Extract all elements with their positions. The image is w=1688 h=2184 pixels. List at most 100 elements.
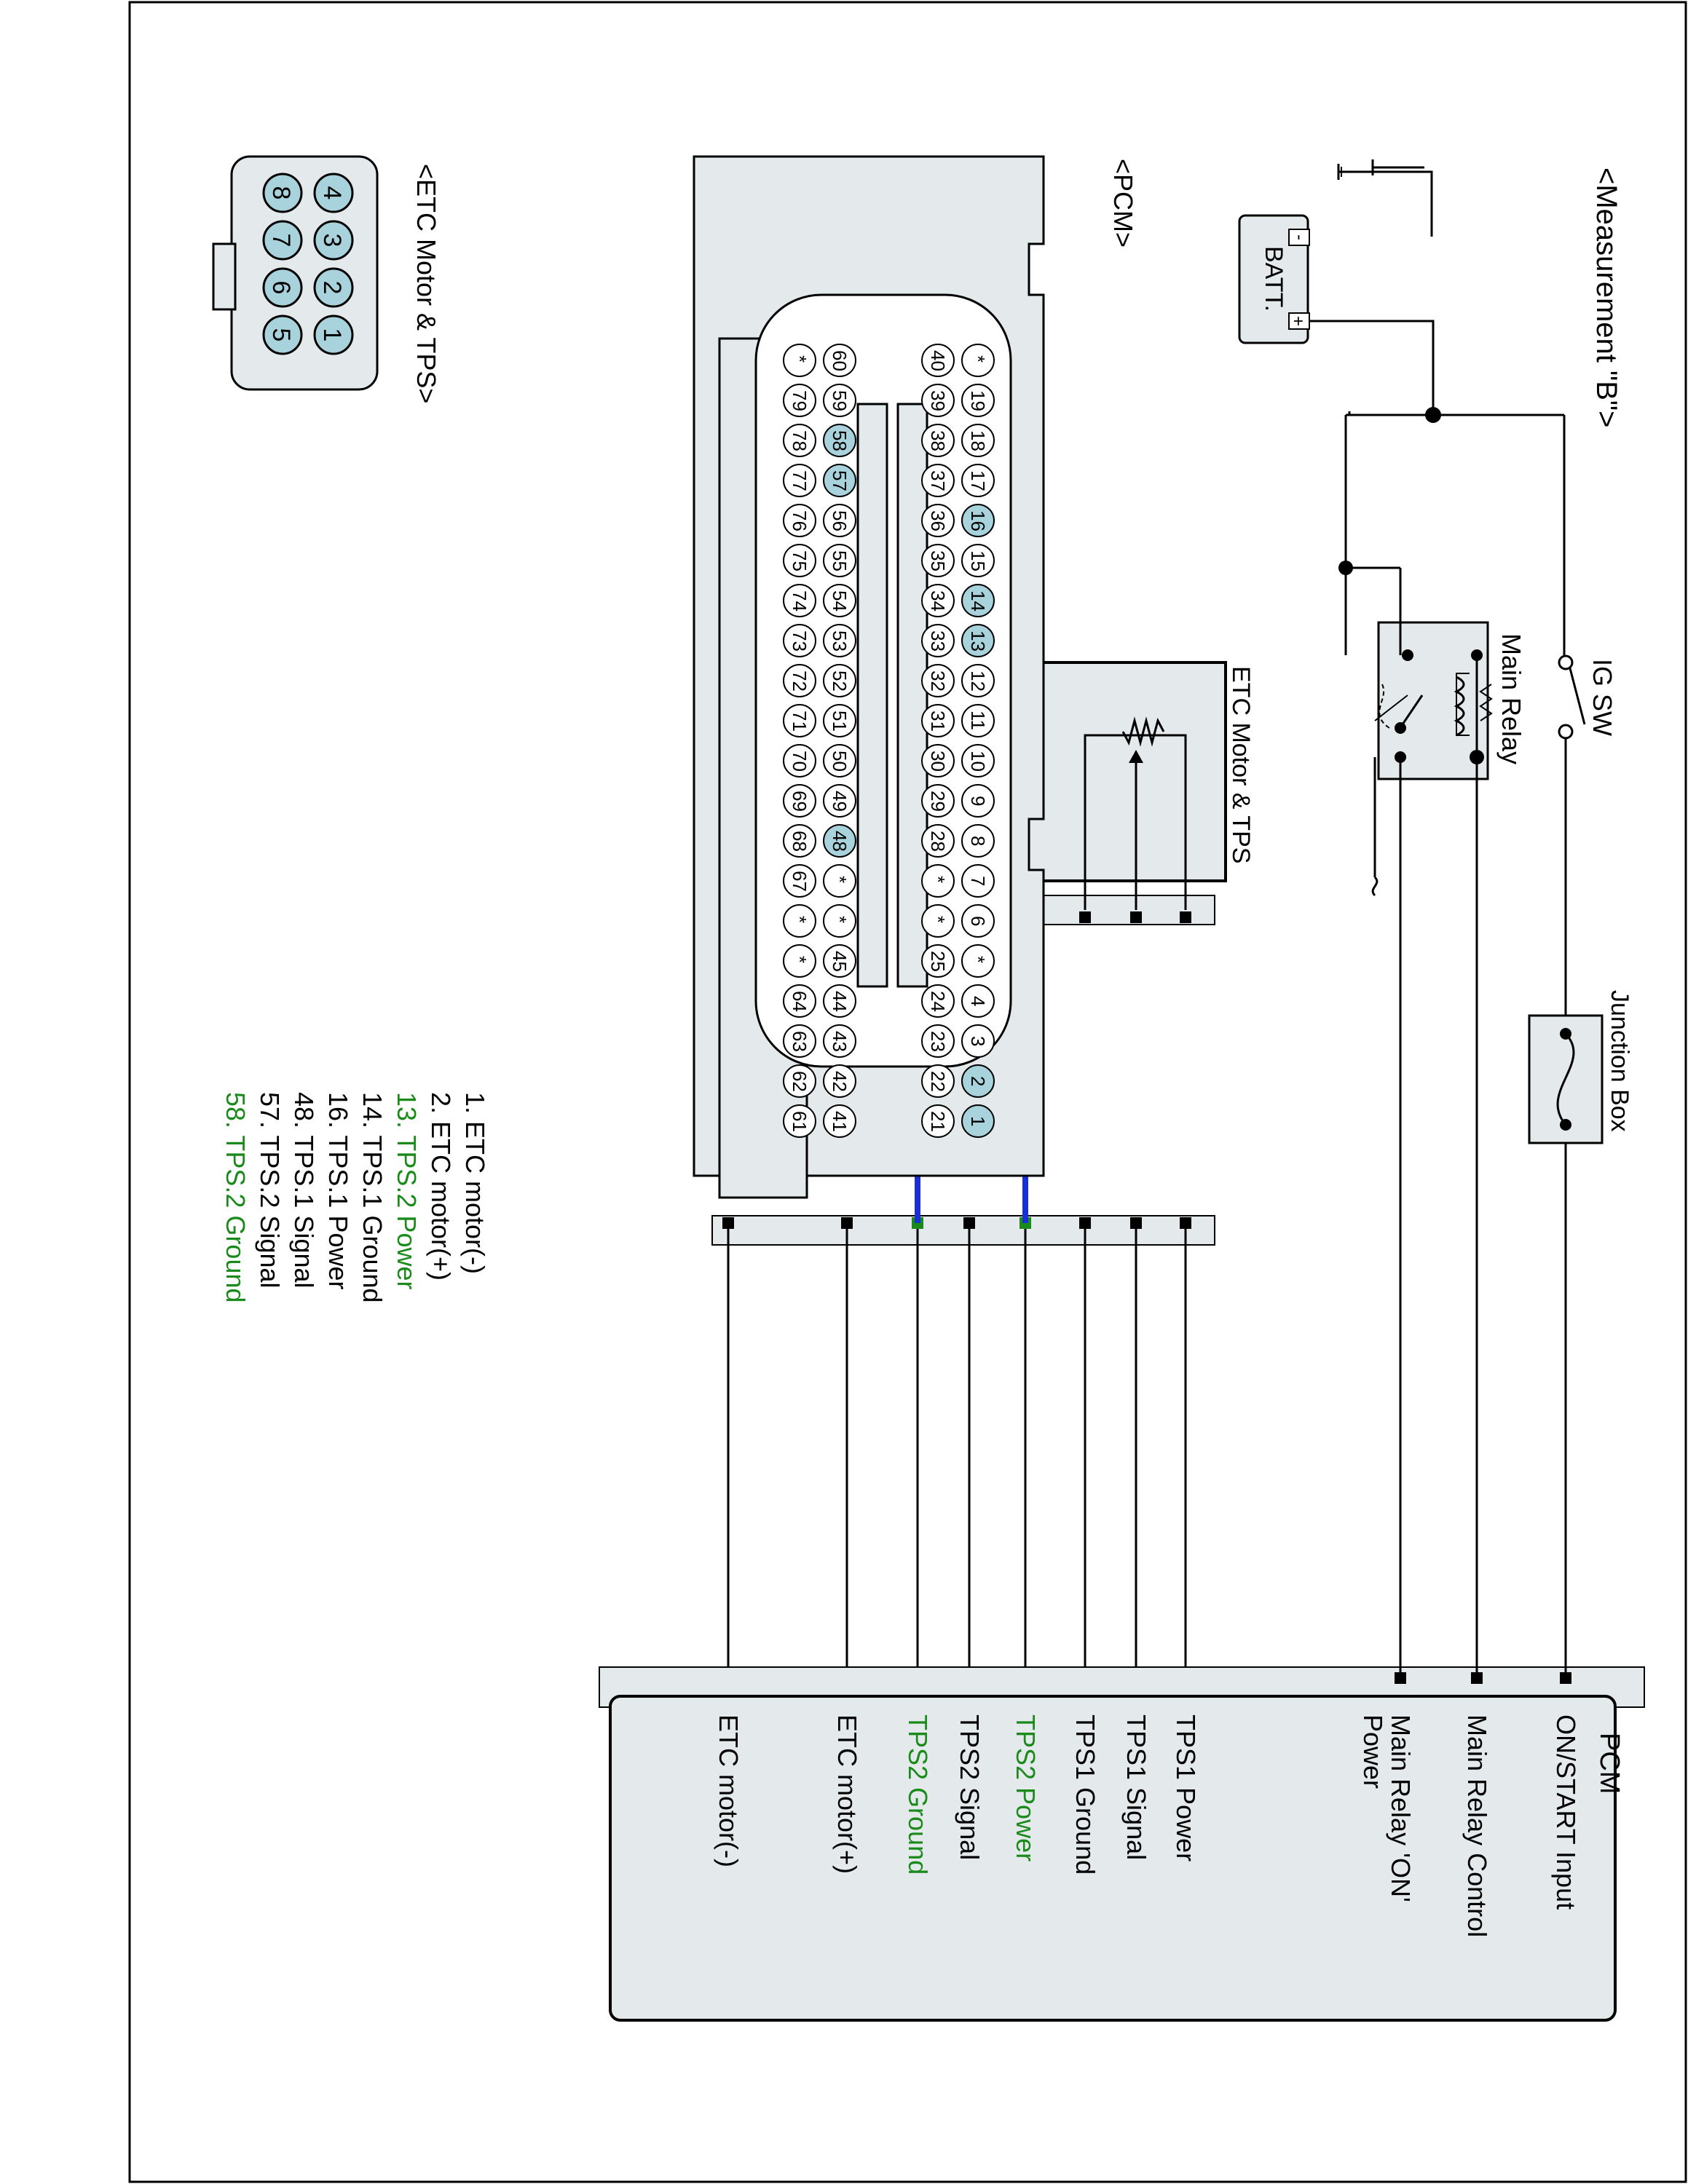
pcm-connector-pin xyxy=(961,784,995,818)
pcm-connector-pin-number: 4 xyxy=(967,996,989,1006)
pcm-connector-pin xyxy=(783,744,816,778)
pcm-connector-pin-number: 55 xyxy=(829,550,851,571)
pcm-connector-pin xyxy=(921,504,955,537)
pcm-connector-pin-number: 73 xyxy=(789,630,811,652)
harness-terminal xyxy=(963,1217,975,1229)
pcm-pin-label: TPS1 Signal xyxy=(1121,1714,1151,1860)
ig-switch-contact xyxy=(1558,724,1574,740)
pcm-connector-pin xyxy=(823,384,856,417)
pcm-connector-pin xyxy=(783,504,816,537)
etc-connector-pin xyxy=(313,220,354,261)
etc-connector-latch xyxy=(212,242,237,311)
pcm-pin-legend-item: 2. ETC motor(+) xyxy=(426,1092,456,1281)
ig-switch-lever xyxy=(1569,668,1586,725)
pcm-connector-pin-number: * xyxy=(967,956,989,963)
pcm-connector-pin-number: 61 xyxy=(789,1111,811,1132)
pcm-connector-pin-number: 3 xyxy=(967,1036,989,1046)
pcm-connector-pin-number: * xyxy=(927,916,949,923)
pcm-pin-legend-item: 57. TPS.2 Signal xyxy=(255,1092,285,1289)
ig-sw-label: IG SW xyxy=(1588,659,1617,736)
pcm-connector-pin xyxy=(783,704,816,737)
pcm-connector-pin-number: 17 xyxy=(967,470,989,491)
battery-pos-wire xyxy=(1309,320,1435,415)
pcm-connector-pin-number: 30 xyxy=(927,751,949,772)
pcm-connector-pin xyxy=(823,624,856,657)
pcm-connector-pin xyxy=(921,704,955,737)
pcm-connector-pin xyxy=(823,424,856,457)
pcm-connector-pin xyxy=(823,464,856,497)
pcm-connector-pin xyxy=(783,384,816,417)
pcm-connector-pin-number: 48 xyxy=(829,831,851,852)
pcm-connector-pin-number: 42 xyxy=(829,1071,851,1092)
battery-neg-terminal xyxy=(1288,229,1310,246)
pcm-connector-pin xyxy=(921,904,955,938)
pcm-connector-pin-number: 44 xyxy=(829,991,851,1012)
pcm-connector-pin xyxy=(783,1104,816,1138)
pcm-connector-pin-number: 38 xyxy=(927,430,949,451)
pcm-connector-pin-number: 14 xyxy=(967,590,989,612)
pcm-connector-pin xyxy=(783,624,816,657)
tps1-leads xyxy=(1084,734,1187,910)
harness-terminal xyxy=(841,1217,853,1229)
pcm-connector-pin xyxy=(783,944,816,978)
pcm-connector-pin-number: 58 xyxy=(829,430,851,451)
pcm-connector-pin-number: 78 xyxy=(789,430,811,451)
pcm-connector-pin xyxy=(961,464,995,497)
pcm-connector-pin xyxy=(783,1064,816,1098)
pcm-connector-pin xyxy=(961,424,995,457)
pcm-connector-pin xyxy=(783,984,816,1018)
pcm-connector-pin-number: 18 xyxy=(967,430,989,451)
pcm-connector-pin-number: 24 xyxy=(927,991,949,1012)
junction-box-label: Junction Box xyxy=(1606,990,1633,1132)
pcm-connector-pin-number: 57 xyxy=(829,470,851,491)
pcm-connector-pin-number: 49 xyxy=(829,791,851,812)
pcm-connector-pin xyxy=(961,744,995,778)
pcm-connector-pin xyxy=(921,624,955,657)
tps1-resistor-icon xyxy=(1121,716,1165,747)
pcm-connector-pin xyxy=(783,424,816,457)
pcm-connector-pin-number: 8 xyxy=(967,836,989,846)
circle xyxy=(1470,750,1484,764)
etc-connector-pin xyxy=(262,173,303,213)
pcm-pin-label: TPS2 Power xyxy=(1011,1714,1041,1861)
pcm-pin-label: TPS2 Ground xyxy=(903,1714,933,1875)
pcm-connector-pin-number: 39 xyxy=(927,390,949,411)
pcm-connector-pin xyxy=(823,1024,856,1058)
pcm-connector-pin-number: 6 xyxy=(967,916,989,926)
pcm-connector-pin xyxy=(823,1064,856,1098)
circle xyxy=(1560,1028,1571,1040)
pcm-connector-pin-number: 50 xyxy=(829,751,851,772)
pcm-connector-pin-number: 12 xyxy=(967,670,989,692)
pcm-terminal xyxy=(1471,1672,1483,1684)
pcm-connector-pin xyxy=(961,504,995,537)
pcm-pin-label: ETC motor(-) xyxy=(714,1714,744,1867)
pcm-connector-pin-number: 33 xyxy=(927,630,949,652)
page-frame xyxy=(128,1,1687,2183)
pcm-connector-pin xyxy=(961,824,995,858)
pcm-connector-pin xyxy=(961,1024,995,1058)
pcm-connector-pin-number: 9 xyxy=(967,796,989,806)
relay-resistor-icon xyxy=(1479,684,1493,721)
harness-terminal xyxy=(722,1217,734,1229)
pcm-connector-pin-number: 60 xyxy=(829,350,851,371)
pcm-connector-pin xyxy=(783,464,816,497)
pcm-connector-pin xyxy=(921,584,955,617)
pcm-connector-pin-number: * xyxy=(829,876,851,883)
pcm-connector-pin xyxy=(921,544,955,577)
pcm-connector-pin xyxy=(921,384,955,417)
etc-connector-pin xyxy=(262,220,303,261)
pcm-connector-pin-number: 64 xyxy=(789,991,811,1012)
pcm-pin-legend-item: 16. TPS.1 Power xyxy=(323,1092,353,1289)
battery-neg-wire xyxy=(1353,170,1433,237)
pcm-connector-pin xyxy=(961,904,995,938)
pcm-connector-pin-number: 37 xyxy=(927,470,949,491)
pcm-connector-pin xyxy=(783,784,816,818)
pcm-connector-pin xyxy=(823,704,856,737)
pcm-connector-pin xyxy=(783,864,816,898)
pcm-connector-pin xyxy=(961,584,995,617)
etc-connector-pin xyxy=(313,267,354,308)
pcm-pin-legend-item: 14. TPS.1 Ground xyxy=(358,1092,387,1303)
pcm-connector-pin-number: 76 xyxy=(789,510,811,531)
pcm-connector-pin-number: 71 xyxy=(789,711,811,732)
